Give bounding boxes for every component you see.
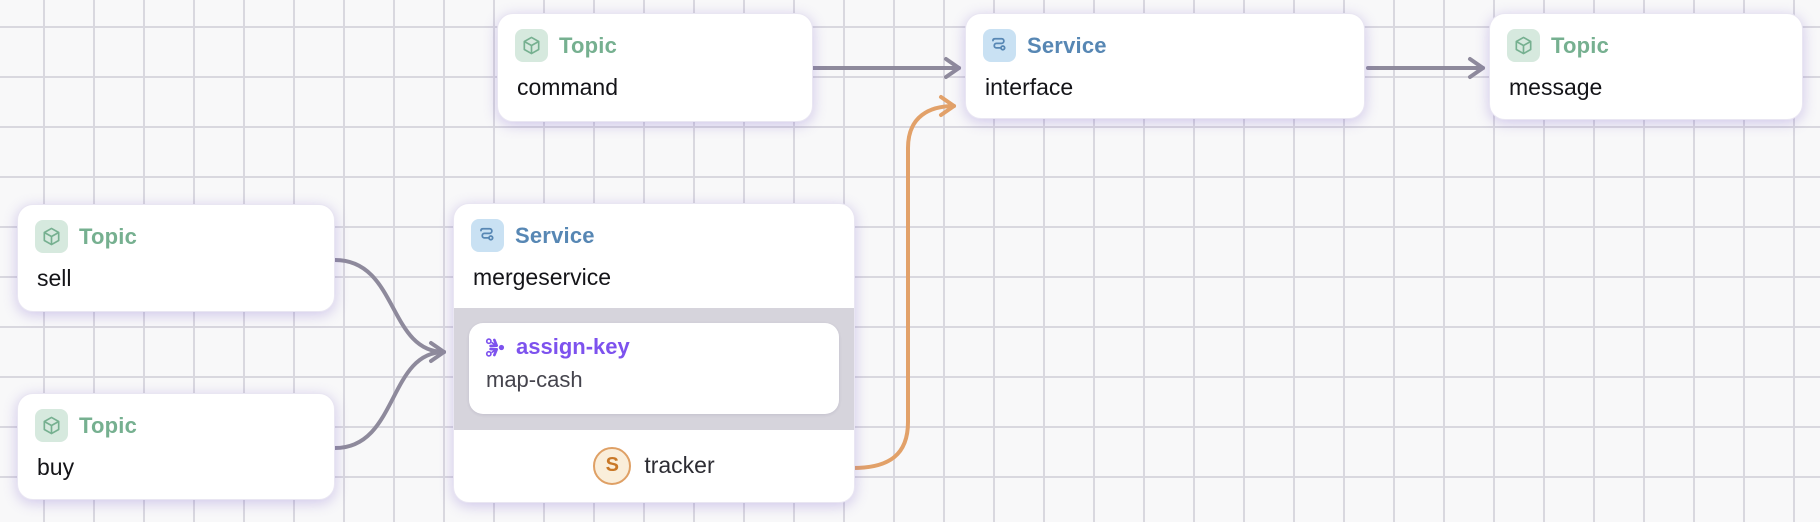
node-topic-message[interactable]: Topic message — [1489, 13, 1803, 120]
node-type-label: Service — [1027, 32, 1107, 58]
cube-icon — [515, 29, 548, 62]
node-service-mergeservice[interactable]: Service mergeservice — [453, 203, 855, 503]
node-topic-sell[interactable]: Topic sell — [17, 204, 335, 312]
node-name: command — [517, 74, 618, 100]
node-name: buy — [37, 454, 75, 480]
mergeservice-header: Service mergeservice — [454, 204, 854, 308]
node-name: interface — [985, 74, 1074, 100]
route-icon — [471, 219, 504, 252]
function-band: assign-key map-cash — [454, 308, 854, 430]
merge-arrows-icon — [485, 337, 506, 358]
node-type-row: Service — [983, 29, 1347, 62]
node-type-row: Topic — [1507, 29, 1785, 62]
edge-buy-mergeservice[interactable] — [333, 350, 446, 450]
node-type-row: Service — [471, 219, 837, 252]
node-topic-buy[interactable]: Topic buy — [17, 393, 335, 500]
node-type-row: Topic — [515, 29, 795, 62]
node-name: message — [1509, 74, 1603, 100]
cube-icon — [35, 409, 68, 442]
edge-tracker-interface[interactable] — [851, 95, 956, 470]
node-service-interface[interactable]: Service interface — [965, 13, 1365, 119]
sink-name: tracker — [644, 452, 715, 479]
cube-icon — [1507, 29, 1540, 62]
node-type-row: Topic — [35, 220, 317, 253]
function-assign-key[interactable]: assign-key map-cash — [469, 323, 839, 415]
function-name: map-cash — [486, 367, 583, 393]
function-type-label: assign-key — [516, 334, 630, 360]
node-topic-command[interactable]: Topic command — [497, 13, 813, 122]
node-name: sell — [37, 265, 72, 291]
route-icon — [983, 29, 1016, 62]
node-type-label: Topic — [559, 32, 618, 58]
node-type-label: Topic — [79, 223, 138, 249]
node-name: mergeservice — [473, 264, 612, 290]
edge-sell-mergeservice[interactable] — [333, 258, 446, 363]
cube-icon — [35, 220, 68, 253]
node-type-label: Topic — [79, 412, 138, 438]
node-type-row: Topic — [35, 409, 317, 442]
sink-badge: S — [593, 446, 632, 485]
sink-tracker[interactable]: S tracker — [454, 430, 854, 502]
function-type-row: assign-key — [485, 334, 823, 360]
node-type-label: Topic — [1551, 32, 1610, 58]
node-type-label: Service — [515, 222, 595, 248]
